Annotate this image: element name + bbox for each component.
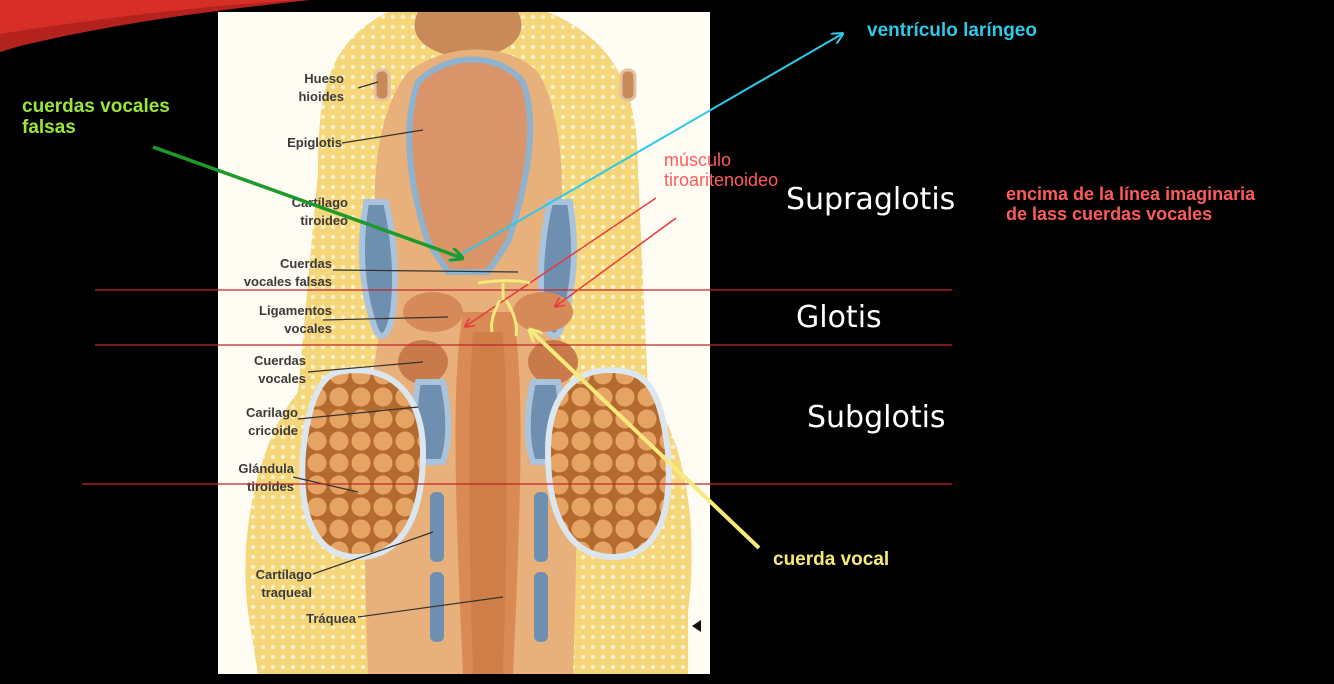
region-glotis: Glotis <box>796 300 882 335</box>
label-hueso-hioides: Hueso hioides <box>298 71 344 104</box>
decorative-swoosh <box>0 0 310 52</box>
label-cartilago-tiroideo: Cartílago tiroideo <box>291 195 348 228</box>
label-epiglotis: Epiglotis <box>287 135 342 150</box>
larynx-illustration: Hueso hioides Epiglotis Cartílago tiroid… <box>218 12 710 674</box>
label-cuerdas-vocales-falsas-annotation: cuerdas vocales falsas <box>22 96 170 138</box>
label-ventriculo-laringeo: ventrículo laríngeo <box>867 20 1037 41</box>
label-cuerda-vocal: cuerda vocal <box>773 549 890 570</box>
label-cartilago-cricoide: Carilago cricoide <box>245 405 298 438</box>
label-traquea: Tráquea <box>306 611 356 626</box>
label-encima-linea-imaginaria: encima de la línea imaginaria de lass cu… <box>1006 184 1256 224</box>
region-subglotis: Subglotis <box>807 400 946 435</box>
label-ligamentos-vocales: Ligamentos vocales <box>259 303 332 336</box>
label-glandula-tiroides: Glándula tiroides <box>238 461 294 494</box>
label-cuerdas-vocales: Cuerdas vocales <box>253 353 306 386</box>
label-cartilago-traqueal: Cartílago traqueal <box>255 567 312 600</box>
label-cuerdas-vocales-falsas: Cuerdas vocales falsas <box>243 256 332 289</box>
label-musculo-tiroaritenoideo: músculo tiroaritenoideo <box>664 150 779 190</box>
region-supraglotis: Supraglotis <box>786 182 956 217</box>
triangle-left-icon[interactable] <box>692 620 701 632</box>
